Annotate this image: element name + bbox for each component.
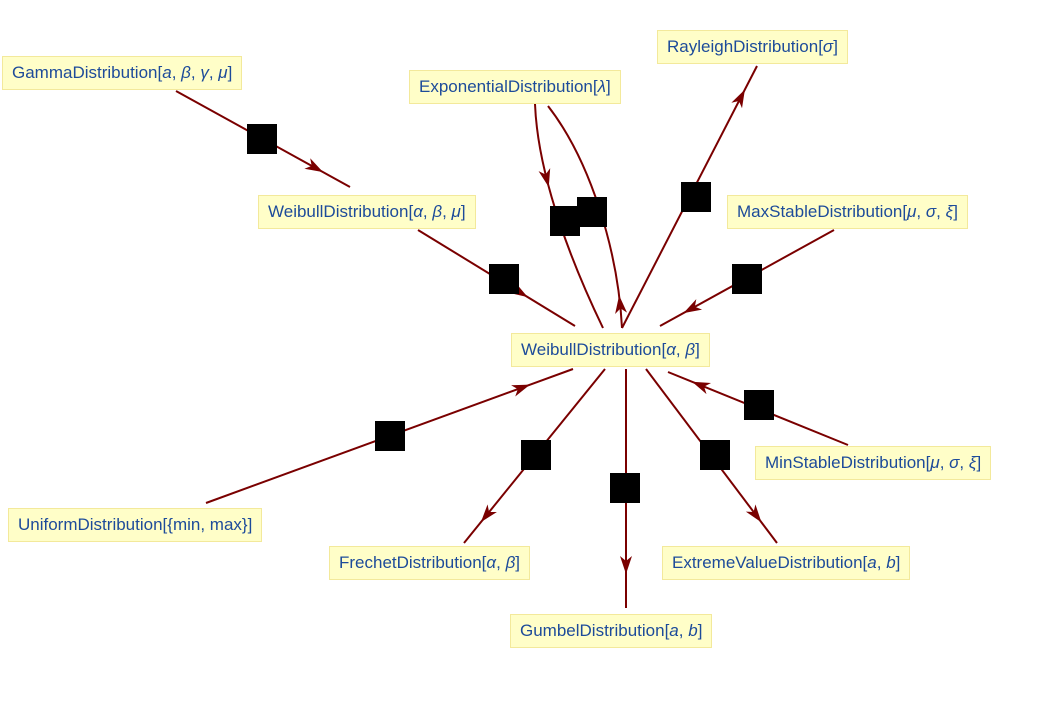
edge-arrowhead <box>683 299 703 314</box>
param-symbol: a <box>162 63 172 82</box>
param-symbol: ξ <box>968 453 977 472</box>
edge-arrowhead <box>511 384 531 397</box>
param-symbol: μ <box>218 63 228 82</box>
node-rayleigh-params: [σ] <box>818 37 838 56</box>
node-gamma-name: GammaDistribution <box>12 63 158 82</box>
edge-arrowhead <box>480 504 497 523</box>
node-gamma-params: [a, β, γ, μ] <box>157 63 233 82</box>
node-rayleigh-name: RayleighDistribution <box>667 37 819 56</box>
node-maxstable-params: [μ, σ, ξ] <box>902 202 958 221</box>
param-symbol: μ <box>930 453 940 472</box>
node-frechet-name: FrechetDistribution <box>339 553 482 572</box>
node-weibull2-name: WeibullDistribution <box>521 340 662 359</box>
edge-arrowhead <box>745 504 762 523</box>
node-frechet-distribution[interactable]: FrechetDistribution[α, β] <box>329 546 531 580</box>
node-gumbel-params: [a, b] <box>664 621 703 640</box>
node-minstable-name: MinStableDistribution <box>765 453 926 472</box>
param-symbol: α <box>486 553 497 572</box>
param-symbol: b <box>688 621 698 640</box>
edge-label-box[interactable] <box>577 197 607 227</box>
param-symbol: μ <box>907 202 917 221</box>
edge-arrowhead <box>620 555 632 574</box>
edge-arrowhead <box>538 168 551 188</box>
node-weibull2-params: [α, β] <box>661 340 700 359</box>
node-minstable-params: [μ, σ, ξ] <box>925 453 982 472</box>
node-extreme-name: ExtremeValueDistribution <box>672 553 863 572</box>
node-extreme-value-distribution[interactable]: ExtremeValueDistribution[a, b] <box>662 546 911 580</box>
edge-arrowhead <box>304 158 324 173</box>
param-symbol: σ <box>822 37 834 56</box>
node-gumbel-distribution[interactable]: GumbelDistribution[a, b] <box>510 614 713 648</box>
node-uniform-name: UniformDistribution <box>18 515 163 534</box>
node-gumbel-name: GumbelDistribution <box>520 621 665 640</box>
param-symbol: β <box>505 553 516 572</box>
edge-label-box[interactable] <box>700 440 730 470</box>
param-symbol: b <box>886 553 896 572</box>
edge-arrowhead <box>731 89 745 109</box>
node-uniform-params: [{min, max}] <box>162 515 253 534</box>
param-symbol: σ <box>949 453 960 472</box>
param-symbol: γ <box>200 63 209 82</box>
node-frechet-params: [α, β] <box>481 553 521 572</box>
node-extreme-params: [a, b] <box>862 553 901 572</box>
param-symbol: α <box>666 340 676 359</box>
param-symbol: σ <box>925 202 937 221</box>
param-symbol: β <box>685 340 696 359</box>
param-symbol: β <box>181 63 191 82</box>
node-weibull-distribution-2param[interactable]: WeibullDistribution[α, β] <box>511 333 710 367</box>
param-symbol: a <box>867 553 877 572</box>
edge-label-box[interactable] <box>732 264 762 294</box>
param-symbol: α <box>413 202 423 221</box>
param-symbol: ξ <box>945 202 954 221</box>
param-symbol: λ <box>597 77 606 96</box>
node-minstable-distribution[interactable]: MinStableDistribution[μ, σ, ξ] <box>755 446 992 480</box>
edge-label-box[interactable] <box>375 421 405 451</box>
edge-label-box[interactable] <box>744 390 774 420</box>
edge-label-box[interactable] <box>610 473 640 503</box>
node-rayleigh-distribution[interactable]: RayleighDistribution[σ] <box>657 30 848 64</box>
edge-arrowhead <box>692 381 711 395</box>
param-symbol: β <box>432 202 443 221</box>
node-gamma-distribution[interactable]: GammaDistribution[a, β, γ, μ] <box>2 56 243 90</box>
node-weibull-distribution-3param[interactable]: WeibullDistribution[α, β, μ] <box>258 195 476 229</box>
node-maxstable-distribution[interactable]: MaxStableDistribution[μ, σ, ξ] <box>727 195 968 229</box>
edge-label-box[interactable] <box>681 182 711 212</box>
node-exponential-distribution[interactable]: ExponentialDistribution[λ] <box>409 70 621 104</box>
edge-label-box[interactable] <box>489 264 519 294</box>
param-symbol: μ <box>451 202 461 221</box>
node-maxstable-name: MaxStableDistribution <box>737 202 903 221</box>
param-symbol: a <box>669 621 679 640</box>
node-weibull3-params: [α, β, μ] <box>408 202 466 221</box>
node-exponential-name: ExponentialDistribution <box>419 77 593 96</box>
edge-label-box[interactable] <box>550 206 580 236</box>
edge-label-box[interactable] <box>521 440 551 470</box>
node-exponential-params: [λ] <box>592 77 611 96</box>
node-uniform-distribution[interactable]: UniformDistribution[{min, max}] <box>8 508 263 542</box>
node-weibull3-name: WeibullDistribution <box>268 202 409 221</box>
edge-arrowhead <box>615 295 628 314</box>
edge-label-box[interactable] <box>247 124 277 154</box>
